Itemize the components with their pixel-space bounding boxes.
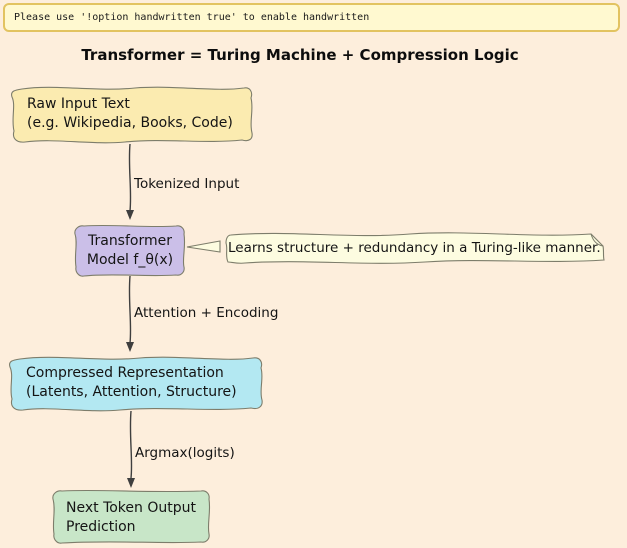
- node-label-line: Transformer: [87, 233, 172, 249]
- node-compressed-label: Compressed Representation (Latents, Atte…: [26, 364, 237, 402]
- note-fold-corner: [590, 233, 604, 247]
- edge-label-tokenized-input: Tokenized Input: [134, 176, 240, 192]
- arrowhead-icon: [126, 210, 134, 220]
- notice-banner: Please use '!option handwritten true' to…: [3, 3, 620, 32]
- node-label-line: (Latents, Attention, Structure): [26, 384, 237, 400]
- node-label-line: Raw Input Text: [27, 96, 130, 112]
- node-label-line: Next Token Output: [66, 500, 196, 516]
- note-label: Learns structure + redundancy in a Turin…: [228, 240, 601, 256]
- edge-label-argmax-logits: Argmax(logits): [135, 445, 235, 461]
- node-label-line: Compressed Representation: [26, 365, 224, 381]
- node-transformer-shape: [74, 224, 186, 277]
- note-connector: [186, 240, 221, 253]
- arrowhead-icon: [126, 342, 134, 352]
- notice-banner-text: Please use '!option handwritten true' to…: [14, 12, 370, 23]
- node-label-line: Prediction: [66, 519, 136, 535]
- node-label-line: (e.g. Wikipedia, Books, Code): [27, 115, 233, 131]
- arrow-tokenized-input: [128, 143, 132, 212]
- note-shape: [225, 232, 605, 264]
- edge-label-attention-encoding: Attention + Encoding: [134, 305, 279, 321]
- arrowhead-icon: [127, 478, 135, 488]
- node-compressed-shape: [9, 356, 263, 412]
- node-output-label: Next Token Output Prediction: [66, 499, 196, 537]
- node-raw-input-shape: [11, 86, 253, 144]
- arrow-attention-encoding: [128, 275, 132, 344]
- arrow-argmax-logits: [129, 410, 133, 479]
- node-raw-input-label: Raw Input Text (e.g. Wikipedia, Books, C…: [27, 95, 233, 133]
- diagram-title: Transformer = Turing Machine + Compressi…: [81, 46, 519, 64]
- node-transformer-label: Transformer Model f_θ(x): [75, 232, 185, 270]
- node-label-line: Model f_θ(x): [86, 252, 174, 268]
- node-output-shape: [52, 489, 211, 544]
